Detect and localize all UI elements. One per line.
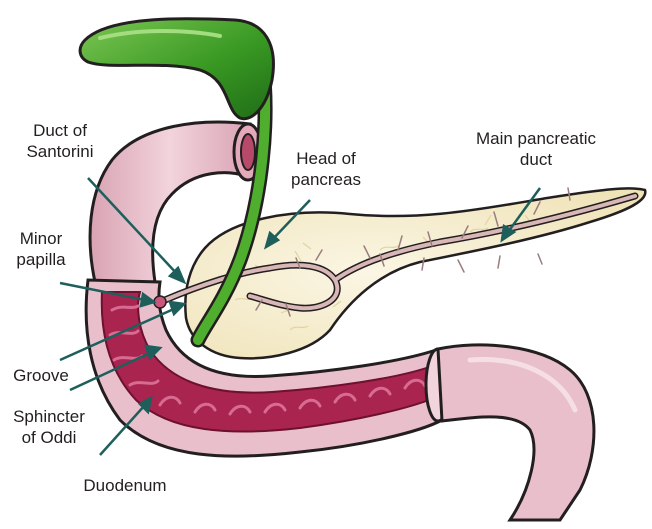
duodenum-lumen	[241, 134, 255, 170]
label-duct-of-santorini-line1: Duct of	[14, 120, 106, 141]
label-minor-papilla-line2: papilla	[2, 249, 80, 270]
label-main-pancreatic-duct: Main pancreatic duct	[456, 128, 616, 170]
label-head-of-pancreas: Head of pancreas	[276, 148, 376, 190]
label-minor-papilla: Minor papilla	[2, 228, 80, 270]
jejunum	[438, 345, 594, 520]
label-groove: Groove	[6, 365, 76, 386]
label-sphincter-line2: of Oddi	[4, 427, 94, 448]
gallbladder	[80, 19, 273, 119]
label-main-pancreatic-duct-line2: duct	[456, 149, 616, 170]
label-duodenum: Duodenum	[70, 475, 180, 496]
label-head-of-pancreas-line2: pancreas	[276, 169, 376, 190]
label-minor-papilla-line1: Minor	[2, 228, 80, 249]
label-duct-of-santorini-line2: Santorini	[14, 141, 106, 162]
label-sphincter-of-oddi: Sphincter of Oddi	[4, 406, 94, 448]
label-head-of-pancreas-line1: Head of	[276, 148, 376, 169]
label-duodenum-text: Duodenum	[70, 475, 180, 496]
label-main-pancreatic-duct-line1: Main pancreatic	[456, 128, 616, 149]
label-sphincter-line1: Sphincter	[4, 406, 94, 427]
label-duct-of-santorini: Duct of Santorini	[14, 120, 106, 162]
label-groove-text: Groove	[6, 365, 76, 386]
